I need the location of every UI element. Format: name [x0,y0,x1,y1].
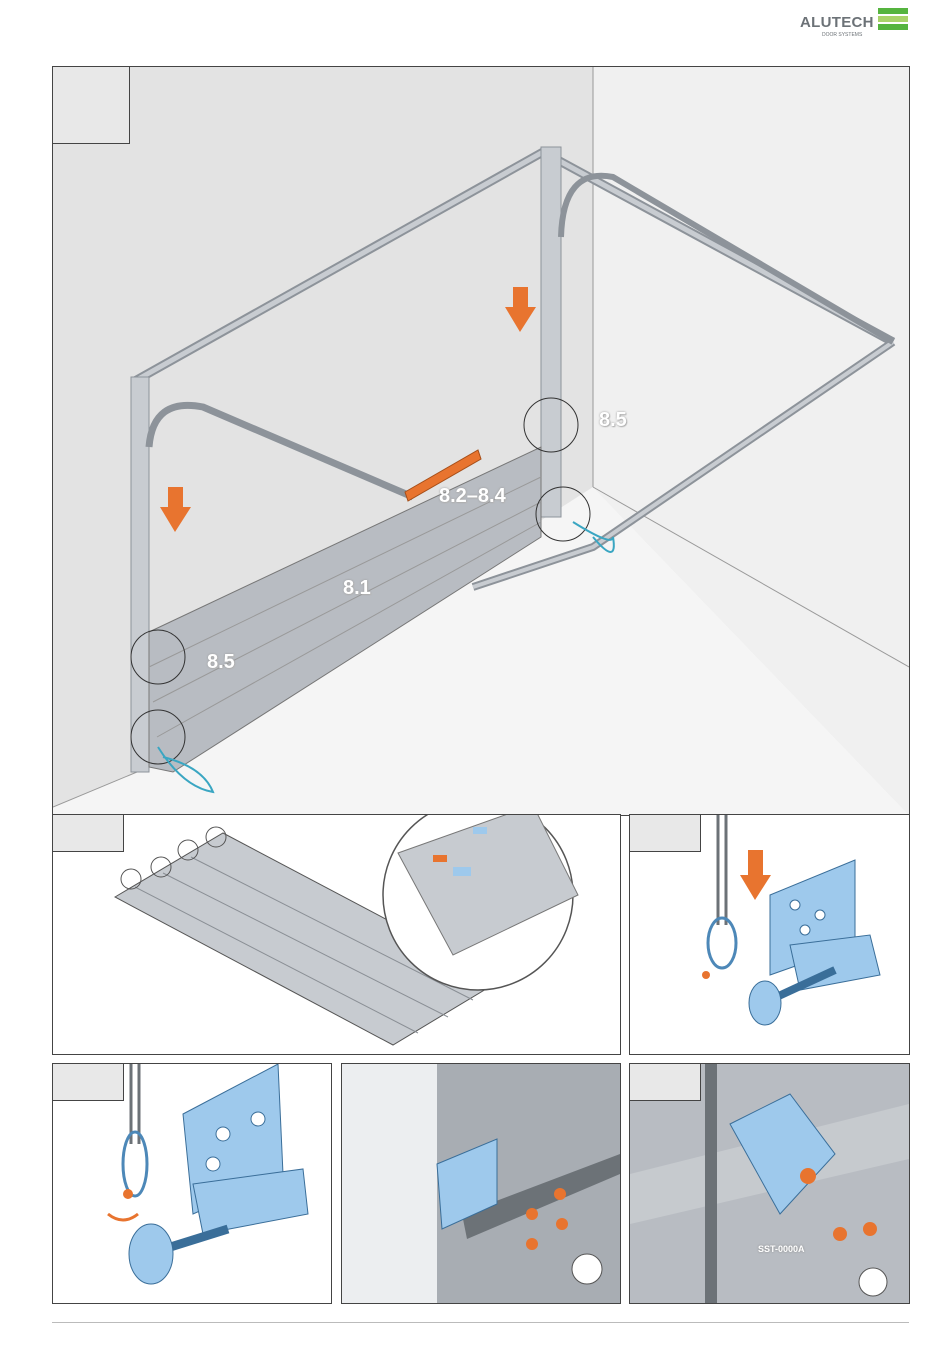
garage-door-illustration [53,67,909,815]
hinge-bracket-detail: SST-0000A [629,1063,910,1304]
hinge-bracket-illustration [630,1064,909,1303]
cable-bracket-detail [629,814,910,1055]
footer-divider [52,1322,909,1323]
part-code-label: SST-0000A [758,1244,805,1254]
bracket-screws-detail [341,1063,621,1304]
main-illustration-panel: 8.5 8.2–8.4 8.1 8.5 [52,66,910,816]
door-panel-illustration [53,815,620,1054]
label-8-5-top: 8.5 [599,409,627,432]
label-8-1: 8.1 [343,577,371,600]
cable-bracket-illustration [630,815,909,1054]
bracket-screws-illustration [342,1064,620,1303]
label-8-5-bottom: 8.5 [207,651,235,674]
door-panel-detail [52,814,621,1055]
logo-stripes [878,8,908,38]
bracket-mount-illustration [53,1064,331,1303]
logo-text: ALUTECH [800,14,874,31]
label-8-2-8-4: 8.2–8.4 [439,485,506,508]
alutech-logo: ALUTECH DOOR SYSTEMS [800,8,910,40]
logo-tagline: DOOR SYSTEMS [822,32,862,38]
bracket-mount-detail [52,1063,332,1304]
